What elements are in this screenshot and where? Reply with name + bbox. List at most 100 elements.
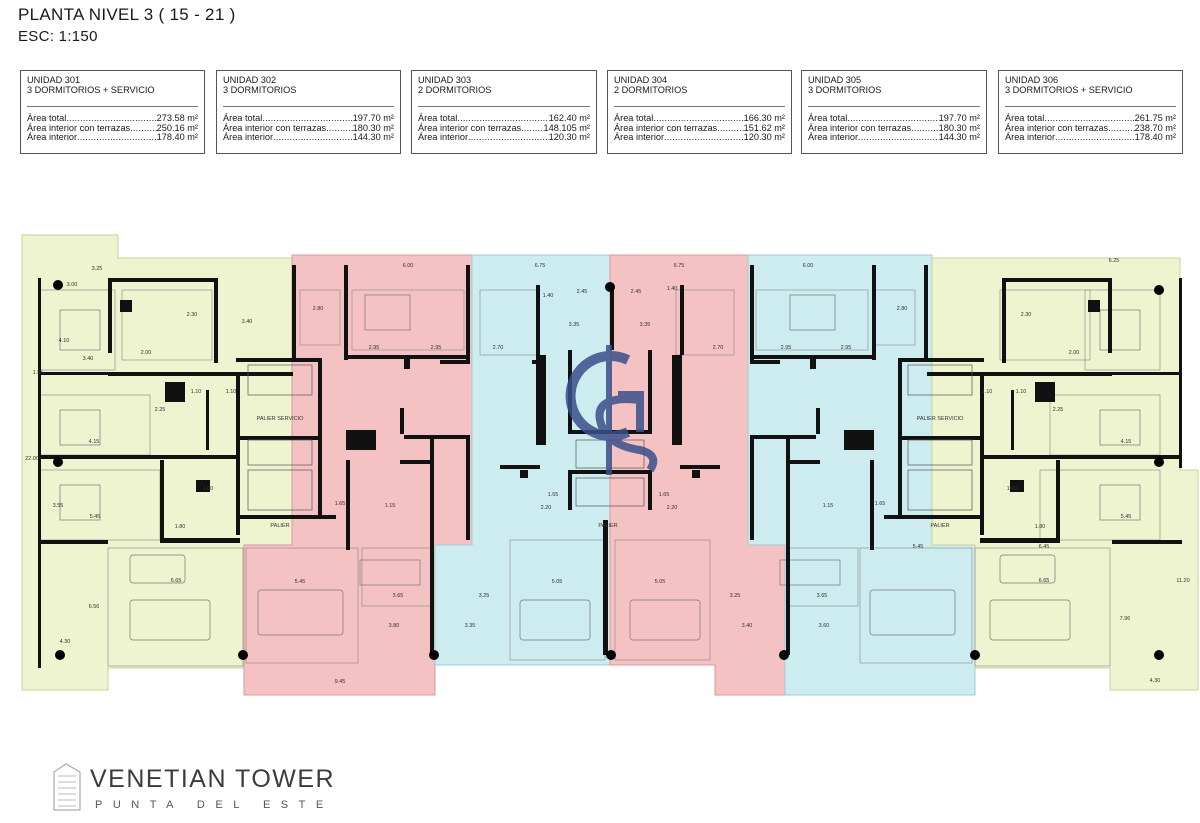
palier-label: PALIER [598, 523, 617, 529]
area-total-row: Área total273.58 m² [27, 113, 198, 124]
column [1154, 285, 1164, 295]
divider [223, 106, 394, 107]
area-interior-row: Área interior144.30 m² [808, 132, 980, 143]
dimension-label: 3.35 [569, 322, 580, 328]
dimension-label: 1.40 [667, 286, 678, 292]
tower-logo-icon [53, 763, 81, 811]
area-total-row: Área total162.40 m² [418, 113, 590, 124]
dimension-label: 2.95 [369, 345, 380, 351]
dimension-label: 1.65 [659, 492, 670, 498]
dimension-label: 3.35 [640, 322, 651, 328]
dimension-label: 6.00 [803, 263, 814, 269]
dimension-label: 3.80 [389, 623, 400, 629]
unit-name: UNIDAD 305 [808, 75, 862, 85]
dimension-label: 7.96 [1120, 616, 1131, 622]
dimension-label: 4.15 [89, 439, 100, 445]
dimension-label: 1.80 [1035, 524, 1046, 530]
unit-305-card: UNIDAD 305 3 DORMITORIOS Área total197.7… [801, 70, 987, 154]
unit-306-card: UNIDAD 306 3 DORMITORIOS + SERVICIO Área… [998, 70, 1183, 154]
dimension-label: 2.30 [187, 312, 198, 318]
column [53, 280, 63, 290]
dimension-label: 2.30 [1021, 312, 1032, 318]
palier-label: PALIER SERVICIO [917, 416, 965, 422]
column [606, 650, 616, 660]
area-interior-row: Área interior144.30 m² [223, 132, 394, 143]
dimension-label: 2.80 [313, 306, 324, 312]
column [605, 282, 615, 292]
dimension-label: 2.25 [155, 407, 166, 413]
unit-303-card: UNIDAD 303 2 DORMITORIOS Área total162.4… [411, 70, 597, 154]
dimension-label: 4.15 [1121, 439, 1132, 445]
gs-watermark-icon [565, 345, 658, 475]
dimension-label: 22.00 [25, 456, 39, 462]
dimension-label: 2.25 [1053, 407, 1064, 413]
dimension-label: 5.05 [655, 579, 666, 585]
column [53, 457, 63, 467]
dimension-label: 6.25 [1109, 258, 1120, 264]
dimension-label: 1.00 [1007, 486, 1018, 492]
dimension-label: 2.00 [1069, 350, 1080, 356]
unit-302-card: UNIDAD 302 3 DORMITORIOS Área total197.7… [216, 70, 401, 154]
dimension-label: 3.25 [92, 266, 103, 272]
dimension-label: 3.40 [742, 623, 753, 629]
brand-name: VENETIAN TOWER [90, 765, 336, 793]
dimension-label: 11.20 [1176, 578, 1189, 584]
dimension-label: 5.45 [913, 544, 924, 550]
dimension-label: 1.15 [385, 503, 396, 509]
dimension-label: 1.40 [543, 293, 554, 299]
column [779, 650, 789, 660]
dimension-label: 3.55 [53, 503, 64, 509]
dimension-label: 1.00 [203, 486, 214, 492]
dimension-label: 6.56 [89, 604, 100, 610]
area-interior-row: Área interior120.30 m² [614, 132, 785, 143]
dimension-label: 2.20 [667, 505, 678, 511]
dimension-label: 1.55 [33, 370, 44, 376]
area-terraces-row: Área interior con terrazas151.62 m² [614, 123, 785, 134]
unit-301-card: UNIDAD 301 3 DORMITORIOS + SERVICIO Área… [20, 70, 205, 154]
dimension-label: 1.65 [335, 501, 346, 507]
column [238, 650, 248, 660]
unit-name: UNIDAD 302 [223, 75, 277, 85]
unit-type: 3 DORMITORIOS [808, 84, 882, 95]
area-terraces-row: Área interior con terrazas238.70 m² [1005, 123, 1176, 134]
dimension-label: 6.75 [535, 263, 546, 269]
dimension-label: 4.30 [1150, 678, 1161, 684]
divider [418, 106, 590, 107]
area-terraces-row: Área interior con terrazas148.105 m² [418, 123, 590, 134]
unit-name: UNIDAD 303 [418, 75, 472, 85]
palier-label: PALIER [270, 523, 289, 529]
dimension-label: 3.40 [83, 356, 94, 362]
dimension-label: 3.35 [465, 623, 476, 629]
dimension-label: 6.65 [171, 578, 182, 584]
column [55, 650, 65, 660]
dimension-label: 2.45 [577, 289, 588, 295]
dimension-label: 1.65 [875, 501, 886, 507]
core-stairs [247, 364, 973, 511]
unit-name: UNIDAD 306 [1005, 75, 1059, 85]
dimension-label: 1.80 [175, 524, 186, 530]
unit-type: 3 DORMITORIOS + SERVICIO [1005, 84, 1133, 95]
dimension-label: 6.00 [403, 263, 414, 269]
column [1154, 457, 1164, 467]
area-total-row: Área total166.30 m² [614, 113, 785, 124]
dimension-label: 6.45 [1039, 544, 1050, 550]
dimension-label: 3.25 [479, 593, 490, 599]
dimension-label: 2.45 [631, 289, 642, 295]
palier-label: PALIER [930, 523, 949, 529]
dimension-label: 1.15 [823, 503, 834, 509]
divider [1005, 106, 1176, 107]
dimension-label: 2.95 [841, 345, 852, 351]
plan-scale: ESC: 1:150 [18, 28, 98, 45]
unit-name: UNIDAD 304 [614, 75, 668, 85]
dimension-label: 3.00 [67, 282, 78, 288]
dimension-label: 1.10 [191, 389, 202, 395]
dimension-label: 3.60 [819, 623, 830, 629]
plan-title: PLANTA NIVEL 3 ( 15 - 21 ) [18, 5, 236, 24]
unit-name: UNIDAD 301 [27, 75, 81, 85]
dimension-label: 2.00 [141, 350, 152, 356]
zone-unit-306 [931, 257, 1199, 691]
dimension-label: 5.45 [1121, 514, 1132, 520]
area-interior-row: Área interior178.40 m² [27, 132, 198, 143]
area-interior-row: Área interior120.30 m² [418, 132, 590, 143]
dimension-label: 3.65 [817, 593, 828, 599]
